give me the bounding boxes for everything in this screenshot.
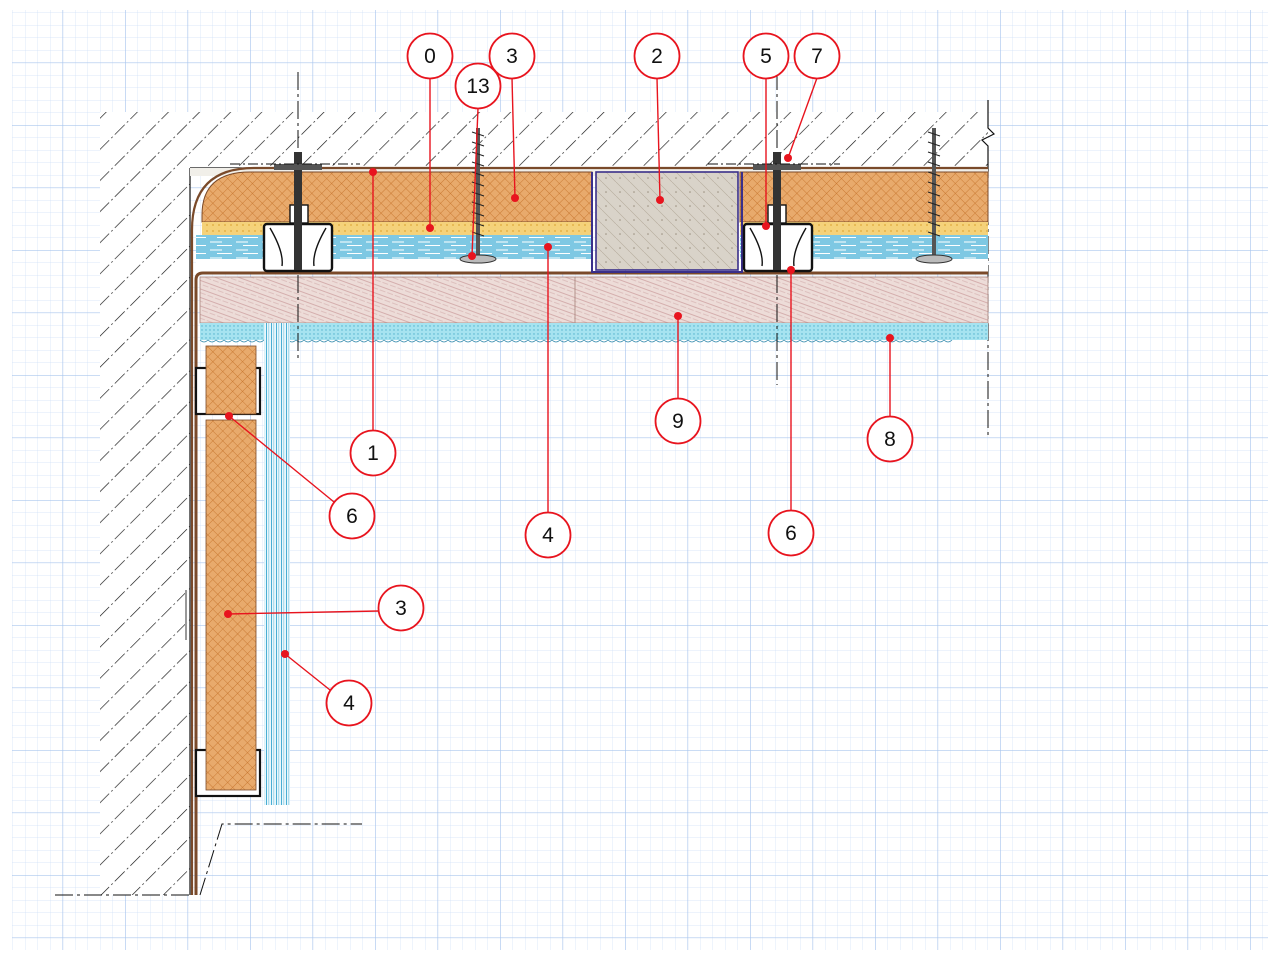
callout-label-c1: 1 xyxy=(367,442,379,465)
callout-label-c4side: 4 xyxy=(343,692,355,715)
callout-circle-c0 xyxy=(406,32,454,80)
callout-label-c4mid: 4 xyxy=(542,524,554,547)
leader-dot-c6right xyxy=(787,266,795,274)
leader-dot-c6left xyxy=(225,412,233,420)
leader-line-c6left xyxy=(228,415,335,503)
leader-dot-c4mid xyxy=(544,243,552,251)
callout-label-c8: 8 xyxy=(884,428,896,451)
callout-circle-c6left xyxy=(328,492,376,540)
leader-dot-c9 xyxy=(674,312,682,320)
callout-leaders xyxy=(224,77,894,691)
screw-icon xyxy=(459,128,953,264)
callout-circle-c1 xyxy=(349,429,397,477)
callout-label-c0: 0 xyxy=(424,45,436,68)
callout-circle-c3top xyxy=(488,32,536,80)
leader-dot-c0 xyxy=(426,224,434,232)
callout-circle-c4mid xyxy=(524,511,572,559)
leader-dot-c3side xyxy=(224,610,232,618)
callout-circle-c5 xyxy=(742,32,790,80)
callout-circle-c4side xyxy=(325,679,373,727)
leader-dot-c7 xyxy=(784,154,792,162)
leader-line-c2 xyxy=(656,77,661,201)
leader-line-c4side xyxy=(284,653,331,691)
leader-dot-c1 xyxy=(369,168,377,176)
leader-dot-c2 xyxy=(656,196,664,204)
callout-circle-c9 xyxy=(654,397,702,445)
leader-line-c13 xyxy=(471,107,479,257)
leader-dot-c4side xyxy=(281,650,289,658)
callout-label-c3top: 3 xyxy=(506,45,518,68)
stone-insert xyxy=(591,171,743,273)
callout-label-c6right: 6 xyxy=(785,522,797,545)
callout-circle-c3side xyxy=(377,584,425,632)
callouts: 0 13 3 2 5 7 1 9 8 6 4 6 3 4 xyxy=(325,32,914,727)
callout-label-c3side: 3 xyxy=(395,597,407,620)
callout-label-c2: 2 xyxy=(651,45,663,68)
callout-label-c13: 13 xyxy=(466,75,489,98)
wall-assembly xyxy=(185,323,290,805)
callout-circle-c6right xyxy=(767,509,815,557)
leader-dot-c13 xyxy=(468,252,476,260)
callout-circle-c8 xyxy=(866,415,914,463)
leader-line-c3side xyxy=(227,610,380,615)
callout-circle-c7 xyxy=(793,32,841,80)
leader-line-c3top xyxy=(511,77,516,199)
callout-circle-c2 xyxy=(633,32,681,80)
callout-label-c7: 7 xyxy=(811,45,823,68)
leader-dot-c3top xyxy=(511,194,519,202)
leader-dot-c5 xyxy=(762,222,770,230)
anchor-bolt-icon xyxy=(230,72,840,385)
leader-line-c7 xyxy=(787,77,818,159)
callout-label-c6left: 6 xyxy=(346,505,358,528)
callout-label-c9: 9 xyxy=(672,410,684,433)
callout-label-c5: 5 xyxy=(760,45,772,68)
leader-dot-c8 xyxy=(886,334,894,342)
callout-circle-c13 xyxy=(454,62,502,110)
